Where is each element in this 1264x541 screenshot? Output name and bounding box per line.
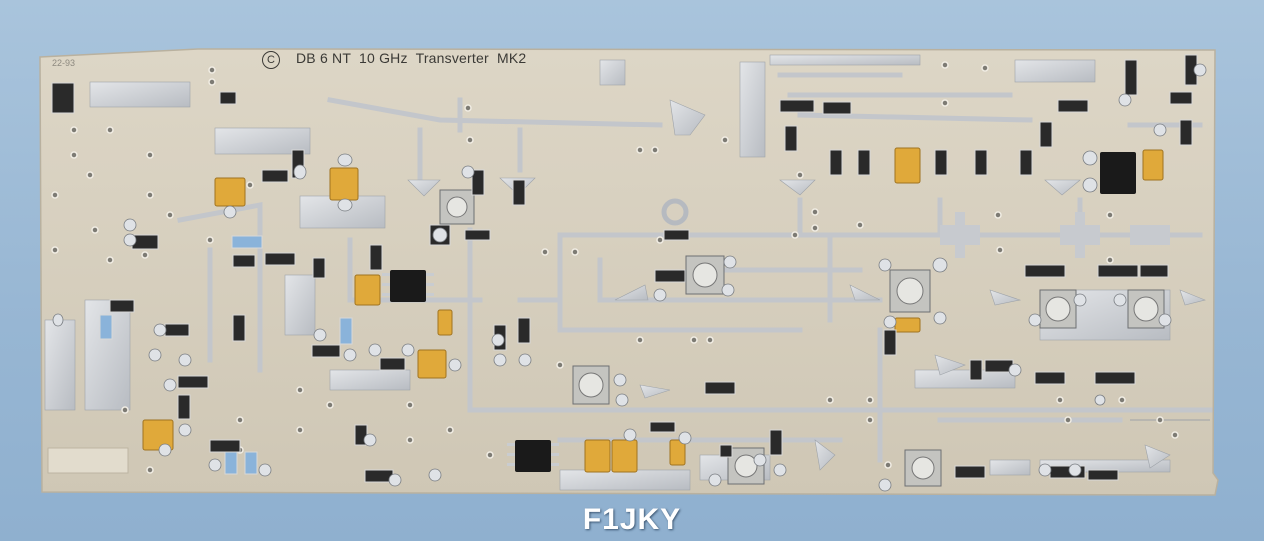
photo-caption: F1JKY bbox=[582, 503, 682, 536]
board-silkscreen-title: DB 6 NT 10 GHz Transverter MK2 bbox=[296, 50, 527, 66]
copyright-symbol: C bbox=[262, 51, 280, 69]
board-corner-mark: 22-93 bbox=[52, 58, 76, 68]
